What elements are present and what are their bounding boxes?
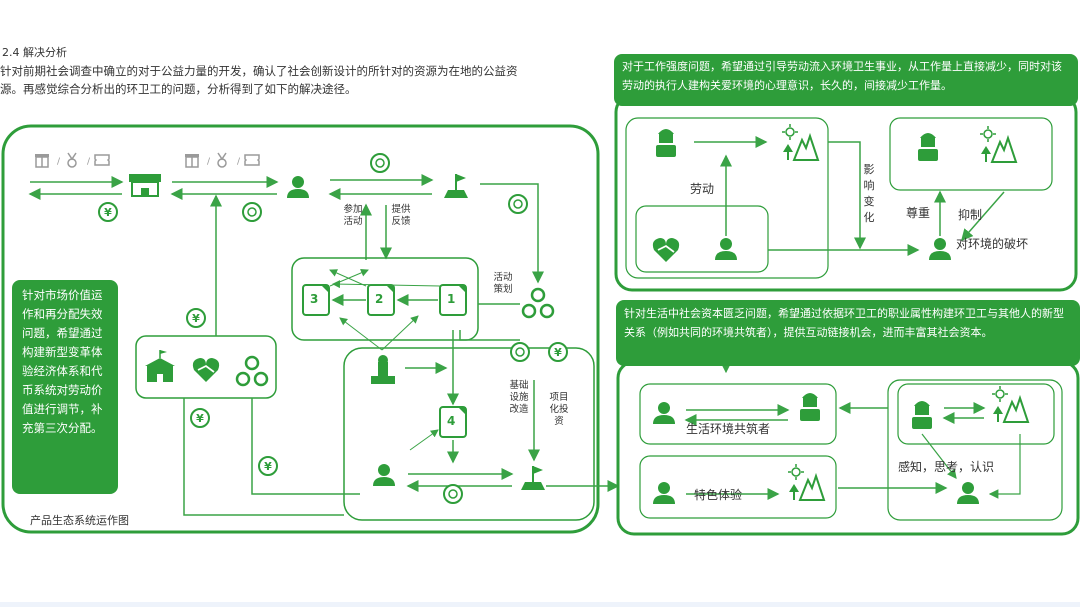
diagram-caption: 产品生态系统运作图 [30, 514, 129, 527]
coin-icon [370, 153, 390, 173]
label-project: 项目化投资 [549, 392, 569, 427]
coin-icon [443, 484, 463, 504]
nature-icon [979, 125, 1017, 163]
person-icon [715, 238, 737, 260]
label-co-builder: 生活环境共筑者 [686, 422, 771, 436]
svg-text:/: / [57, 157, 61, 167]
network-icon [521, 287, 555, 319]
worker-icon [656, 129, 676, 157]
label-infra: 基础设施改造 [509, 380, 529, 415]
person-icon [653, 402, 675, 424]
building-icon [144, 349, 176, 383]
yen-icon [258, 456, 278, 476]
label-restrain: 抑制 [958, 208, 983, 222]
top-right-note: 对于工作强度问题，希望通过引导劳动流入环境卫生事业，从工作量上直接减少，同时对该… [614, 54, 1078, 106]
bottom-right-note: 针对生活中社会资本匮乏问题，希望通过依据环卫工的职业属性构建环卫工与其他人的新型… [616, 300, 1080, 366]
yen-icon [186, 308, 206, 328]
intro-line-2: 源。再感觉综合分析出的环卫工的问题，分析得到了如下的解决途径。 [0, 82, 357, 96]
bottom-strip [0, 602, 1080, 607]
left-panel-border [1, 124, 600, 534]
shop-icon [128, 173, 162, 197]
worker-icon [800, 393, 820, 421]
intro-line-1: 针对前期社会调查中确立的对于公益力量的开发，确认了社会创新设计的所针对的资源为在… [0, 64, 518, 78]
label-join: 参加活动 [343, 204, 363, 227]
label-experience: 特色体验 [694, 488, 743, 502]
nature-icon [781, 123, 819, 161]
person-icon [373, 464, 395, 486]
section-heading: 2.4 解决分析 [2, 46, 67, 59]
section-intro: 针对前期社会调查中确立的对于公益力量的开发，确认了社会创新设计的所针对的资源为在… [0, 62, 600, 98]
svg-text:/: / [237, 157, 241, 167]
flag-icon [443, 173, 469, 199]
person-icon [957, 482, 979, 504]
yen-icon [548, 342, 568, 362]
label-damage: 对环境的破坏 [956, 237, 1029, 251]
label-labor: 劳动 [690, 182, 715, 196]
step-1: 1 [447, 292, 456, 306]
label-plan: 活动策划 [493, 272, 513, 295]
stamp-icon [371, 355, 395, 384]
coin-icon [508, 194, 528, 214]
worker-icon [912, 401, 932, 429]
label-provide: 提供反馈 [391, 204, 411, 227]
coin-icon [510, 342, 530, 362]
market-note: 针对市场价值运作和再分配失效问题，希望通过构建新型变革体验经济体系和代币系统对劳… [12, 280, 118, 494]
reward-icons-mid [184, 152, 260, 168]
label-respect: 尊重 [906, 206, 931, 220]
person-icon [287, 176, 309, 198]
flag-icon [520, 465, 546, 491]
label-influence: 影响变化 [863, 163, 875, 224]
yen-icon [190, 408, 210, 428]
person-icon [653, 482, 675, 504]
nature-icon [787, 463, 825, 501]
coin-icon [242, 202, 262, 222]
nature-icon [991, 385, 1029, 423]
step-2: 2 [375, 292, 384, 306]
reward-icons-left [34, 152, 110, 168]
heart-hands-icon [651, 237, 681, 263]
network-icon [235, 355, 269, 387]
step-3: 3 [310, 292, 319, 306]
label-perceive: 感知，思考，认识 [898, 460, 995, 474]
person-icon [929, 238, 951, 260]
heart-hands-icon [191, 357, 221, 383]
worker-icon [918, 133, 938, 161]
yen-icon [98, 202, 118, 222]
svg-text:/: / [87, 157, 91, 167]
step-4: 4 [447, 414, 456, 428]
svg-text:/: / [207, 157, 211, 167]
